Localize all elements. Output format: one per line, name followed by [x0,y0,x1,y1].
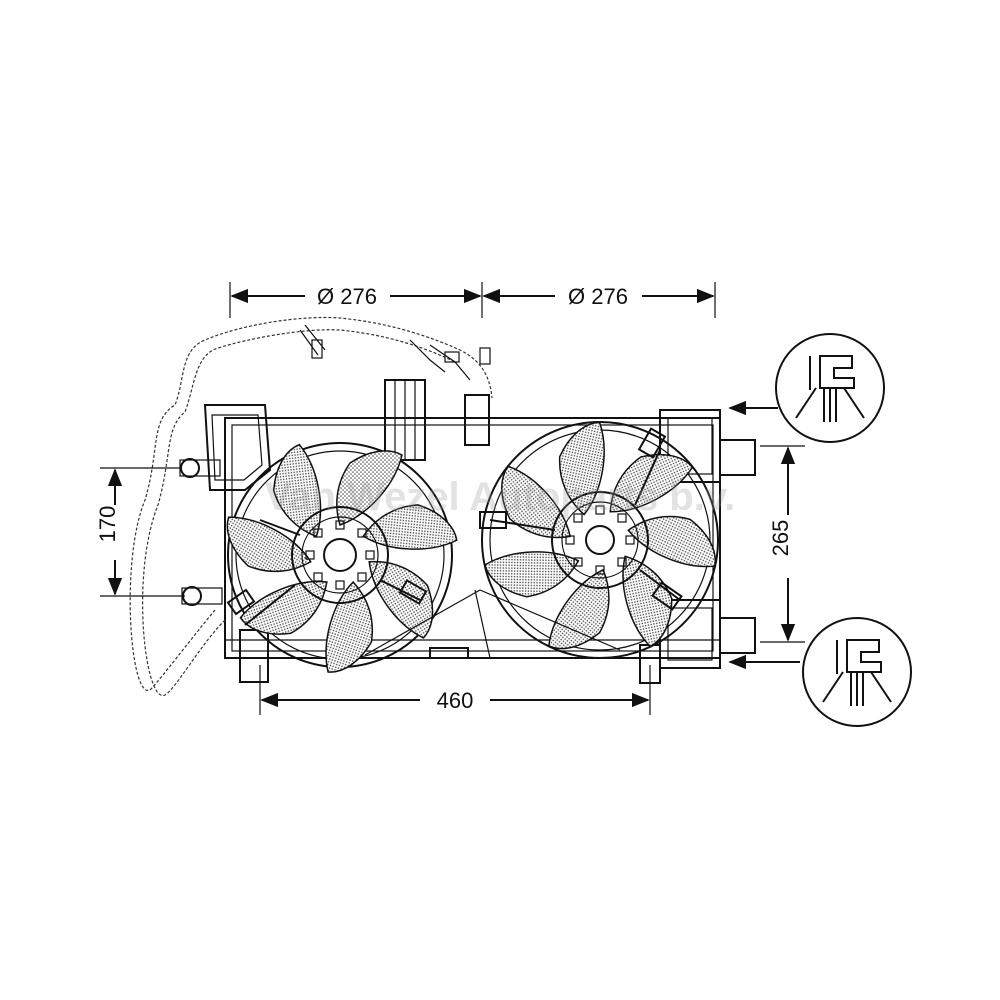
mounting-bracket-icon [775,333,885,443]
left-mount-bolts [179,458,223,606]
mounting-bracket-icon [802,617,912,727]
left-fan [223,441,461,677]
dim-right-mount-spacing: 265 [768,520,793,557]
dim-left-fan-diameter: Ø 276 [317,284,377,309]
right-fan [479,418,720,659]
wiring-harness [129,316,493,696]
dimension-lines [100,282,805,715]
dim-right-fan-diameter: Ø 276 [568,284,628,309]
dim-frame-width: 460 [437,688,474,713]
dim-left-mount-spacing: 170 [95,506,120,543]
watermark: Van Wezel Autoparts b.v. [265,475,735,519]
